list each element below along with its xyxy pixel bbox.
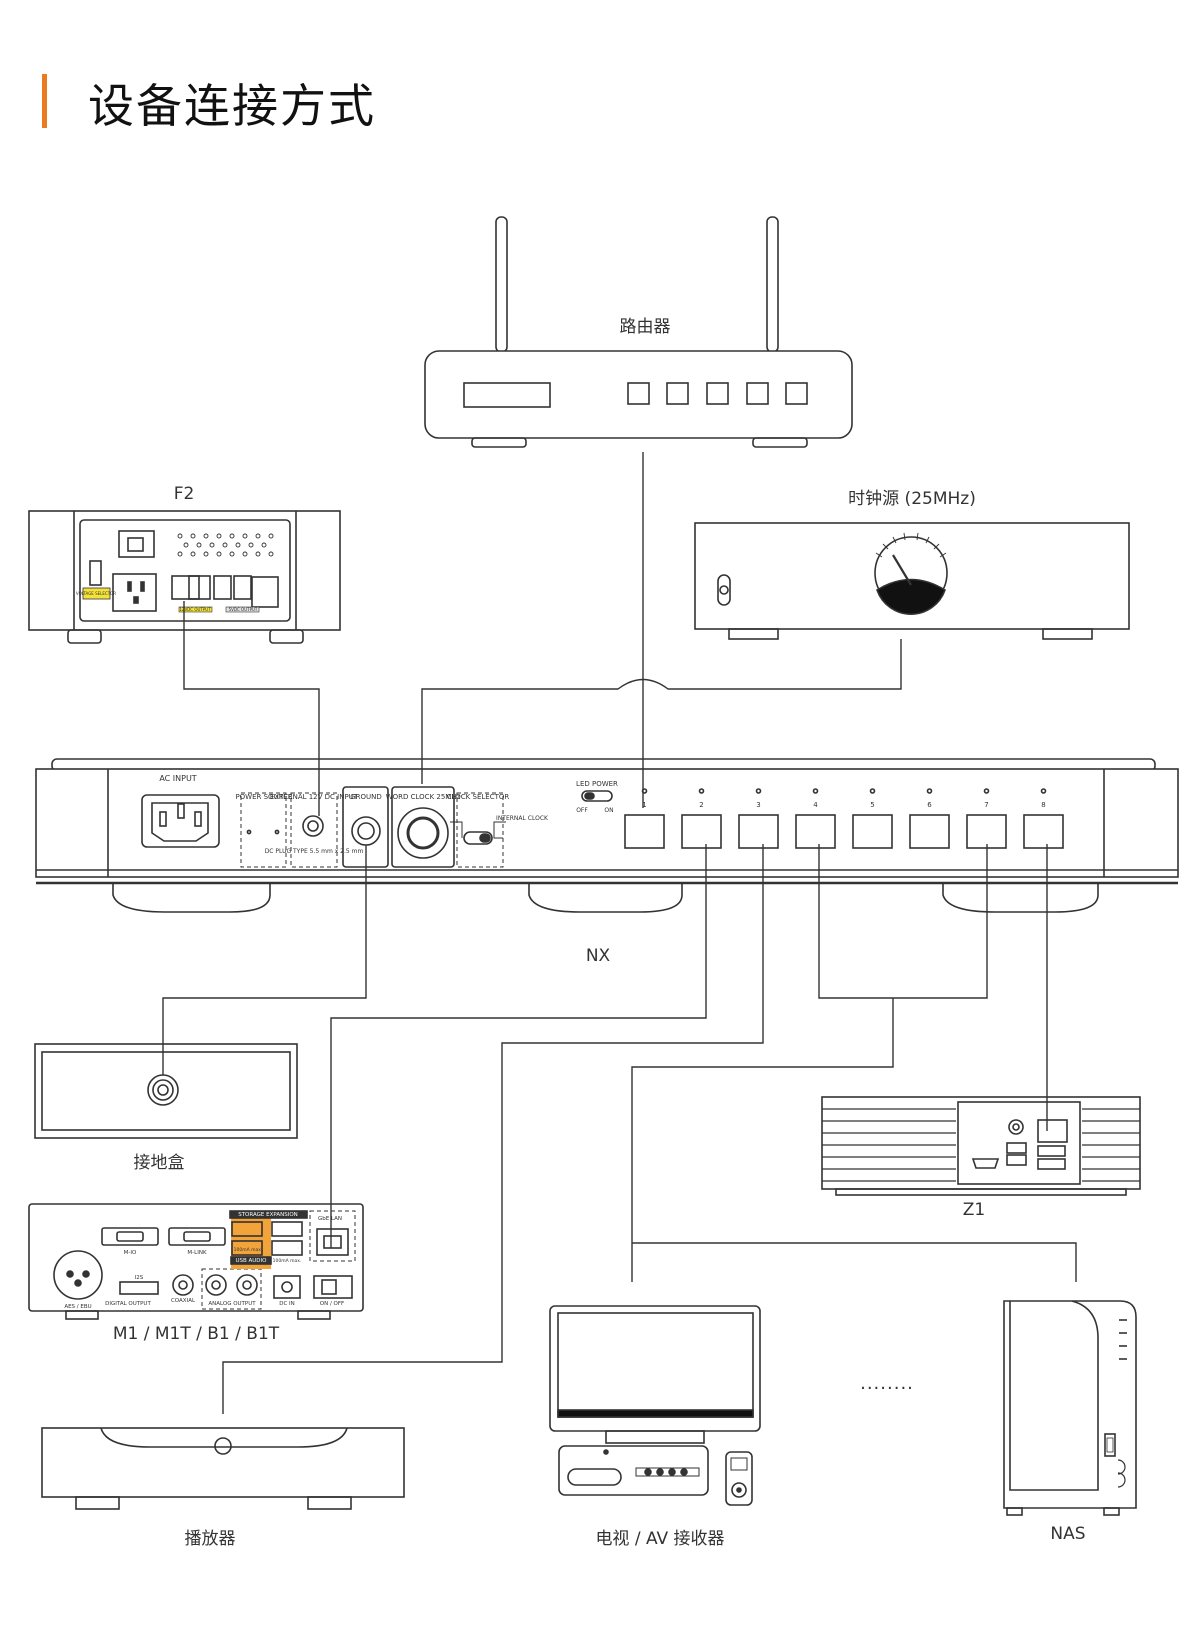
coaxial-label: COAXIAL (171, 1298, 196, 1304)
power-source-label: POWER SOURCE (235, 793, 292, 801)
clock-selector-label: CLOCK SELECTOR (447, 793, 510, 801)
usb-audio-label: USB AUDIO (235, 1258, 267, 1264)
storage-expansion-label: STORAGE EXPANSION (238, 1212, 298, 1218)
clock-label: 时钟源 (25MHz) (848, 489, 976, 509)
tv-label: 电视 / AV 接收器 (595, 1529, 725, 1549)
led-off-label: OFF (576, 807, 588, 814)
usb-current-a-label: 100mA max. (234, 1247, 263, 1253)
m1-device (28, 1203, 364, 1320)
title-accent-bar (42, 74, 47, 128)
f2-output-a-label: 12VDC OUTPUT (179, 607, 211, 612)
z1-cooling-fins (822, 1108, 1140, 1182)
z1-device (821, 1096, 1141, 1196)
port-led-3 (755, 788, 762, 794)
led-on-label: ON (604, 807, 613, 814)
port-led-4 (812, 788, 819, 794)
rj45-socket[interactable] (738, 814, 779, 849)
nx-panel-text: AC INPUT POWER SOURCE EXTERNAL 12V DC IN… (159, 774, 618, 855)
port-number-label: 1 (642, 801, 646, 809)
nx-port-8[interactable]: 8 (1023, 788, 1064, 849)
port-number-label: 4 (813, 801, 818, 809)
i2s-label: I2S (135, 1275, 144, 1281)
port-led-2 (698, 788, 705, 794)
f2-output-b-label: 5VDC OUTPUT (229, 607, 258, 612)
nx-port-5[interactable]: 5 (852, 788, 893, 849)
port-number-label: 8 (1041, 801, 1045, 809)
z1-label: Z1 (962, 1200, 986, 1220)
f2-vent-grille (177, 533, 274, 557)
port-led-7 (983, 788, 990, 794)
f2-panel-text: VOLTAGE SELECTOR 12VDC OUTPUT 5VDC OUTPU… (76, 591, 258, 612)
page-title: 设备连接方式 (88, 79, 376, 133)
ac-input-label: AC INPUT (159, 774, 196, 783)
nx-port-2[interactable]: 2 (681, 788, 722, 849)
m-io-label: M-IO (124, 1250, 137, 1256)
ground-label: GROUND (350, 793, 382, 801)
port-number-label: 3 (756, 801, 760, 809)
ground-box-label: 接地盒 (133, 1153, 185, 1173)
cables (162, 452, 1077, 1414)
led-power-label: LED POWER (576, 780, 618, 788)
nx-port-4[interactable]: 4 (795, 788, 836, 849)
dc-plug-label: DC PLUG TYPE 5.5 mm x 2.5 mm (265, 848, 364, 855)
m1-panel-text: STORAGE EXPANSION GbE LAN USB AUDIO 100m… (64, 1212, 344, 1310)
player-label: 播放器 (184, 1529, 236, 1549)
word-clock-label: WORD CLOCK 25MHz (386, 793, 461, 801)
m-link-label: M-LINK (187, 1250, 207, 1256)
digital-output-label: DIGITAL OUTPUT (105, 1301, 151, 1307)
nx-label: NX (585, 946, 611, 966)
port-number-label: 6 (927, 801, 932, 809)
router-device (424, 216, 853, 448)
f2-label: F2 (173, 484, 195, 504)
rj45-socket[interactable] (624, 814, 665, 849)
tv-av-device (549, 1305, 761, 1506)
clock-meter-scale (875, 532, 947, 558)
usb-current-b-label: 100mA max. (273, 1258, 302, 1264)
nx-port-3[interactable]: 3 (738, 788, 779, 849)
internal-clock-label: INTERNAL CLOCK (496, 815, 549, 822)
rj45-socket[interactable] (681, 814, 722, 849)
nas-label: NAS (1050, 1524, 1086, 1544)
port-number-label: 2 (699, 801, 703, 809)
port-led-5 (869, 788, 876, 794)
port-number-label: 5 (870, 801, 874, 809)
port-led-8 (1040, 788, 1047, 794)
nx-port-6[interactable]: 6 (909, 788, 950, 849)
port-number-label: 7 (984, 801, 988, 809)
m1-label: M1 / M1T / B1 / B1T (112, 1324, 280, 1344)
more-devices-ellipsis: ........ (860, 1373, 914, 1394)
clock-source-device (694, 522, 1130, 640)
aes-ebu-label: AES / EBU (64, 1304, 91, 1310)
gbe-lan-label: GbE LAN (318, 1216, 342, 1222)
dc-in-label: DC IN (279, 1301, 295, 1307)
router-label: 路由器 (619, 317, 671, 337)
rj45-socket[interactable] (852, 814, 893, 849)
port-led-6 (926, 788, 933, 794)
nas-device (1003, 1300, 1137, 1516)
ground-box-device (34, 1043, 298, 1139)
external-dc-label: EXTERNAL 12V DC INPUT (270, 793, 359, 801)
analog-output-label: ANALOG OUTPUT (208, 1301, 256, 1307)
rj45-socket[interactable] (795, 814, 836, 849)
player-device (41, 1427, 405, 1510)
rj45-socket[interactable] (909, 814, 950, 849)
rj45-socket[interactable] (1023, 814, 1064, 849)
on-off-label: ON / OFF (320, 1301, 344, 1307)
f2-voltage-label: VOLTAGE SELECTOR (76, 591, 116, 596)
